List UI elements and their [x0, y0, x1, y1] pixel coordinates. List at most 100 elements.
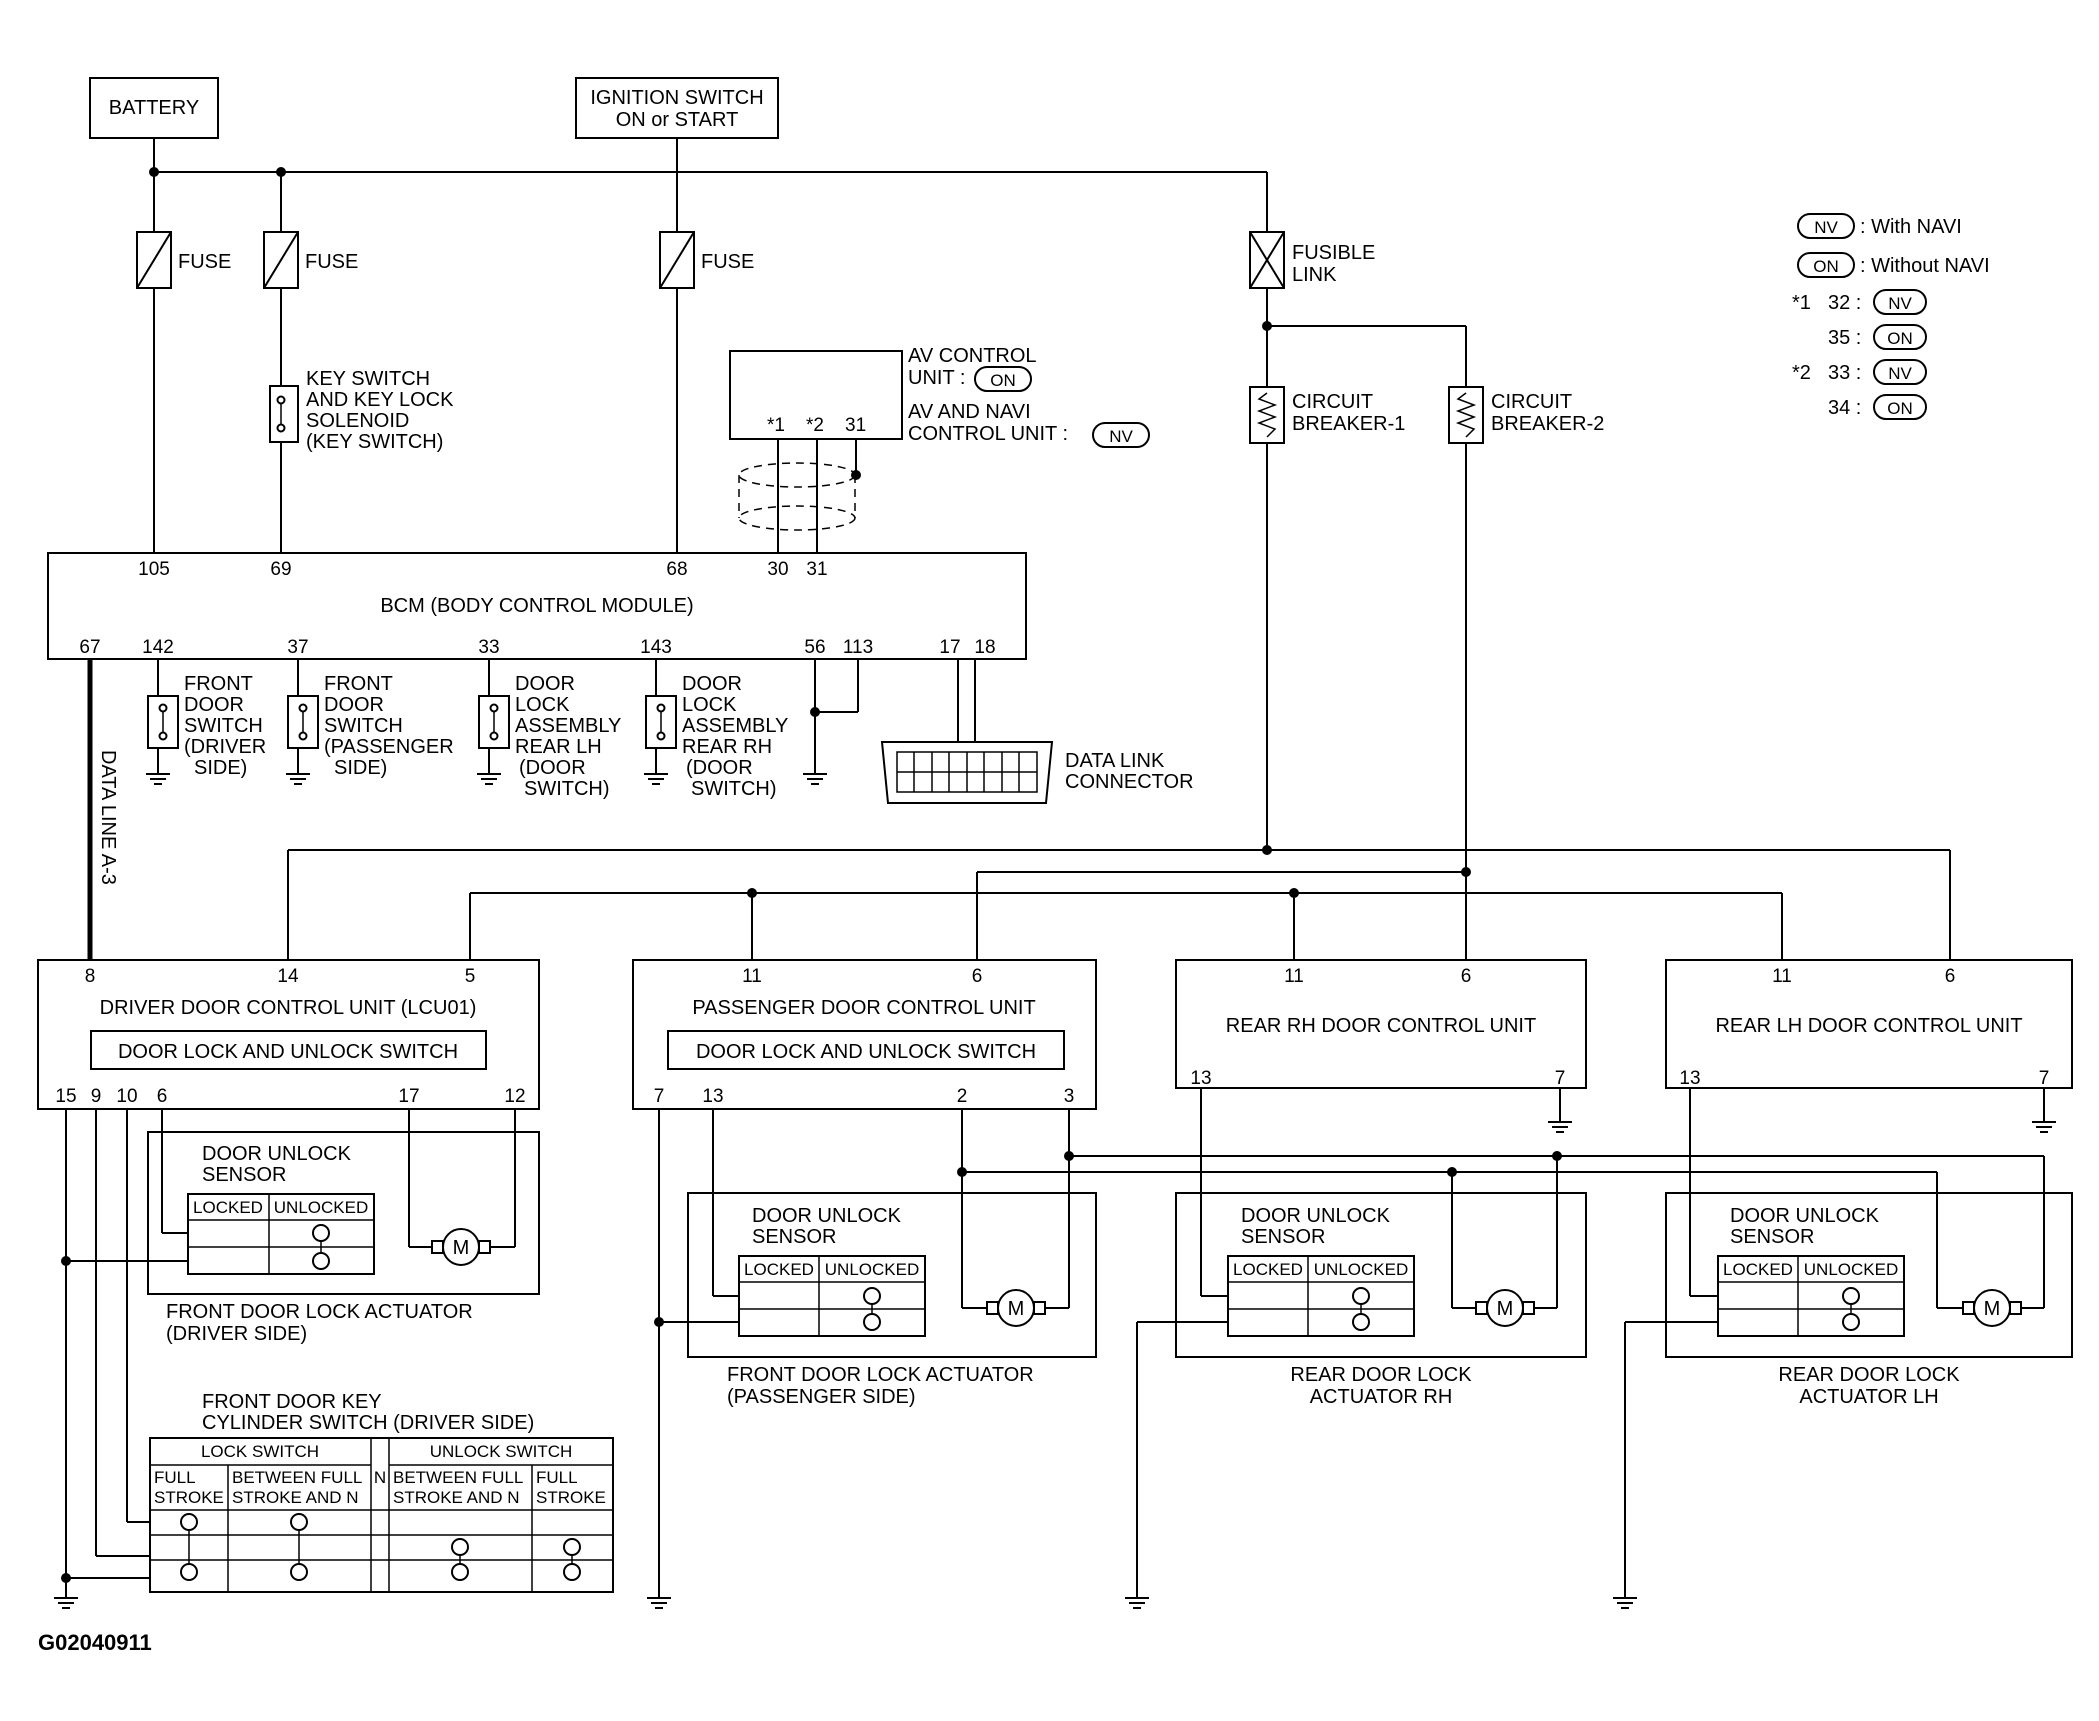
- svg-text:ON or START: ON or START: [616, 109, 739, 131]
- svg-text:UNLOCK SWITCH: UNLOCK SWITCH: [430, 1442, 573, 1461]
- svg-text:BREAKER-1: BREAKER-1: [1292, 413, 1405, 435]
- svg-text:LOCKED: LOCKED: [1233, 1260, 1303, 1279]
- svg-text:STROKE AND N: STROKE AND N: [232, 1488, 359, 1507]
- svg-text:142: 142: [142, 637, 174, 658]
- svg-text:33: 33: [478, 637, 499, 658]
- svg-text:FRONT DOOR KEY: FRONT DOOR KEY: [202, 1391, 382, 1413]
- svg-text:M: M: [1497, 1298, 1514, 1320]
- svg-text:DATA LINK: DATA LINK: [1065, 750, 1165, 772]
- rear-rh-wires: [1125, 1088, 1558, 1609]
- svg-text:69: 69: [270, 559, 291, 580]
- svg-text:SIDE): SIDE): [334, 757, 387, 779]
- rear-door-lock-actuator-rh: DOOR UNLOCK SENSOR LOCKED UNLOCKED M REA…: [1175, 1192, 1587, 1408]
- svg-text:35 :: 35 :: [1828, 327, 1861, 349]
- svg-text:STROKE AND N: STROKE AND N: [393, 1488, 520, 1507]
- svg-text:(DRIVER: (DRIVER: [184, 736, 266, 758]
- svg-text:9: 9: [91, 1086, 102, 1107]
- svg-text:UNLOCKED: UNLOCKED: [274, 1198, 368, 1217]
- svg-text:31: 31: [845, 415, 866, 436]
- svg-text:6: 6: [157, 1086, 168, 1107]
- svg-text:7: 7: [2039, 1068, 2050, 1089]
- rear-lh-door-control-unit: 11 6 REAR LH DOOR CONTROL UNIT 13 7: [1665, 959, 2073, 1133]
- svg-text:SWITCH: SWITCH: [324, 715, 403, 737]
- svg-text:UNLOCKED: UNLOCKED: [1804, 1260, 1898, 1279]
- svg-text:6: 6: [972, 966, 983, 987]
- svg-text:IGNITION SWITCH: IGNITION SWITCH: [590, 87, 763, 109]
- svg-text:BATTERY: BATTERY: [109, 97, 199, 119]
- legend: NV : With NAVI ON : Without NAVI *1 32 :…: [1792, 213, 1990, 420]
- svg-text:6: 6: [1461, 966, 1472, 987]
- svg-text:NV: NV: [1888, 294, 1912, 313]
- svg-text:ON: ON: [990, 371, 1016, 390]
- svg-text:(KEY SWITCH): (KEY SWITCH): [306, 431, 443, 453]
- svg-text:REAR LH: REAR LH: [515, 736, 602, 758]
- power-bus: [149, 138, 1268, 232]
- driver-door-control-unit: 8 14 5 DRIVER DOOR CONTROL UNIT (LCU01) …: [37, 959, 540, 1110]
- svg-text:M: M: [1984, 1298, 2001, 1320]
- svg-text:REAR RH: REAR RH: [682, 736, 772, 758]
- svg-text:6: 6: [1945, 966, 1956, 987]
- svg-text:: Without NAVI: : Without NAVI: [1860, 255, 1990, 277]
- svg-text:FUSE: FUSE: [305, 251, 358, 273]
- svg-text:REAR LH DOOR CONTROL UNIT: REAR LH DOOR CONTROL UNIT: [1715, 1015, 2022, 1037]
- svg-text:*1: *1: [1792, 292, 1811, 314]
- svg-text:BREAKER-2: BREAKER-2: [1491, 413, 1604, 435]
- av-control-unit: *1 *2 31 AV CONTROL UNIT : AV AND NAVI C…: [729, 345, 1150, 448]
- svg-text:(PASSENGER SIDE): (PASSENGER SIDE): [727, 1386, 916, 1408]
- svg-text:LOCK: LOCK: [515, 694, 570, 716]
- lock-unlock-lines: [957, 1109, 1937, 1308]
- svg-text:: With NAVI: : With NAVI: [1860, 216, 1962, 238]
- front-door-lock-actuator-driver: DOOR UNLOCK SENSOR LOCKED UNLOCKED M FRO…: [147, 1131, 540, 1345]
- svg-text:AV CONTROL: AV CONTROL: [908, 345, 1037, 367]
- svg-text:LOCKED: LOCKED: [744, 1260, 814, 1279]
- svg-text:32 :: 32 :: [1828, 292, 1861, 314]
- fuse-1: FUSE: [136, 231, 231, 289]
- svg-text:SENSOR: SENSOR: [1730, 1226, 1814, 1248]
- svg-text:ASSEMBLY: ASSEMBLY: [682, 715, 788, 737]
- svg-text:FRONT: FRONT: [324, 673, 393, 695]
- shielded-cable: [738, 439, 861, 553]
- svg-text:SIDE): SIDE): [194, 757, 247, 779]
- distribution-wires: [287, 443, 1951, 960]
- svg-text:(PASSENGER: (PASSENGER: [324, 736, 454, 758]
- svg-text:DOOR LOCK AND UNLOCK SWITCH: DOOR LOCK AND UNLOCK SWITCH: [696, 1041, 1036, 1063]
- svg-text:REAR DOOR LOCK: REAR DOOR LOCK: [1778, 1364, 1960, 1386]
- svg-text:DOOR UNLOCK: DOOR UNLOCK: [1241, 1205, 1391, 1227]
- svg-text:FUSE: FUSE: [178, 251, 231, 273]
- svg-text:11: 11: [742, 966, 762, 987]
- svg-text:KEY SWITCH: KEY SWITCH: [306, 368, 430, 390]
- svg-text:7: 7: [654, 1086, 665, 1107]
- svg-text:*2: *2: [1792, 362, 1811, 384]
- data-link-connector: DATA LINK CONNECTOR: [880, 659, 1194, 804]
- svg-text:DOOR: DOOR: [682, 673, 742, 695]
- svg-text:*1: *1: [767, 415, 785, 436]
- svg-text:17: 17: [398, 1086, 419, 1107]
- svg-text:10: 10: [116, 1086, 137, 1107]
- svg-text:37: 37: [287, 637, 308, 658]
- svg-text:11: 11: [1284, 966, 1304, 987]
- svg-text:SWITCH): SWITCH): [691, 778, 777, 800]
- svg-text:FULL: FULL: [536, 1468, 578, 1487]
- svg-text:DOOR UNLOCK: DOOR UNLOCK: [202, 1143, 352, 1165]
- svg-text:LINK: LINK: [1292, 264, 1337, 286]
- svg-text:DOOR: DOOR: [184, 694, 244, 716]
- svg-text:67: 67: [79, 637, 100, 658]
- svg-text:15: 15: [55, 1086, 76, 1107]
- svg-text:31: 31: [806, 559, 827, 580]
- svg-text:STROKE: STROKE: [154, 1488, 224, 1507]
- driver-actuator-wires: [54, 1109, 516, 1609]
- svg-text:56: 56: [804, 637, 825, 658]
- data-line-label: DATA LINE A-3: [97, 750, 119, 885]
- circuit-breaker-2: CIRCUIT BREAKER-2: [1448, 386, 1604, 444]
- rear-lh-wires: [1613, 1088, 2045, 1609]
- door-lock-assembly-rear-rh: DOOR LOCK ASSEMBLY REAR RH (DOOR SWITCH): [644, 659, 788, 800]
- svg-text:(DRIVER SIDE): (DRIVER SIDE): [166, 1323, 307, 1345]
- svg-text:NV: NV: [1888, 364, 1912, 383]
- svg-text:BETWEEN FULL: BETWEEN FULL: [232, 1468, 362, 1487]
- fuse-2: FUSE: [263, 231, 358, 289]
- svg-text:3: 3: [1064, 1086, 1075, 1107]
- svg-text:REAR DOOR LOCK: REAR DOOR LOCK: [1290, 1364, 1472, 1386]
- svg-text:ACTUATOR RH: ACTUATOR RH: [1310, 1386, 1453, 1408]
- svg-text:143: 143: [640, 637, 672, 658]
- battery: BATTERY: [89, 77, 219, 139]
